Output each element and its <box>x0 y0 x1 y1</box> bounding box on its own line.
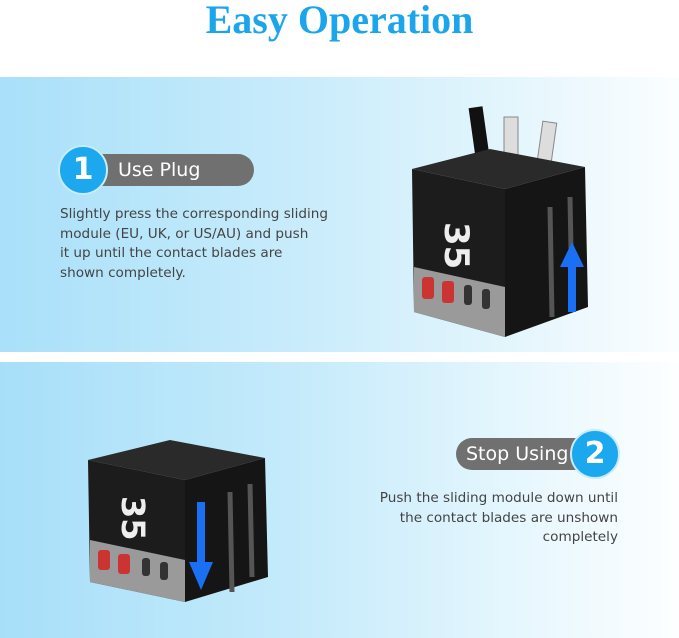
step-1-description: Slightly press the corresponding sliding… <box>60 205 328 283</box>
travel-adapter-image: 35 <box>88 440 268 602</box>
page-title: Easy Operation <box>205 0 474 42</box>
arrow-down-icon <box>189 502 213 590</box>
step-2-description: Push the sliding module down until the c… <box>380 489 618 548</box>
step-1-number: 1 <box>58 145 108 195</box>
desc-line: shown completely. <box>60 264 186 281</box>
desc-line: the contact blades are unshown <box>399 509 618 526</box>
step-2-label: Stop Using <box>456 438 590 470</box>
step-2-number: 2 <box>570 429 620 479</box>
desc-line: module (EU, UK, or US/AU) and push <box>60 225 309 242</box>
desc-line: Push the sliding module down until <box>379 490 618 506</box>
desc-line: Slightly press the corresponding sliding <box>60 206 328 222</box>
desc-line: completely <box>542 529 618 545</box>
step-1-panel: Use Plug 1 Slightly press the correspond… <box>0 77 679 352</box>
svg-text:35: 35 <box>436 222 476 269</box>
arrow-up-icon <box>560 242 584 312</box>
step-1-label: Use Plug <box>82 154 254 186</box>
svg-text:35: 35 <box>114 496 152 541</box>
travel-adapter-image: 35 <box>412 106 588 337</box>
step-2-panel: Stop Using 2 Push the sliding module dow… <box>0 362 679 638</box>
desc-line: it up until the contact blades are <box>60 245 283 261</box>
